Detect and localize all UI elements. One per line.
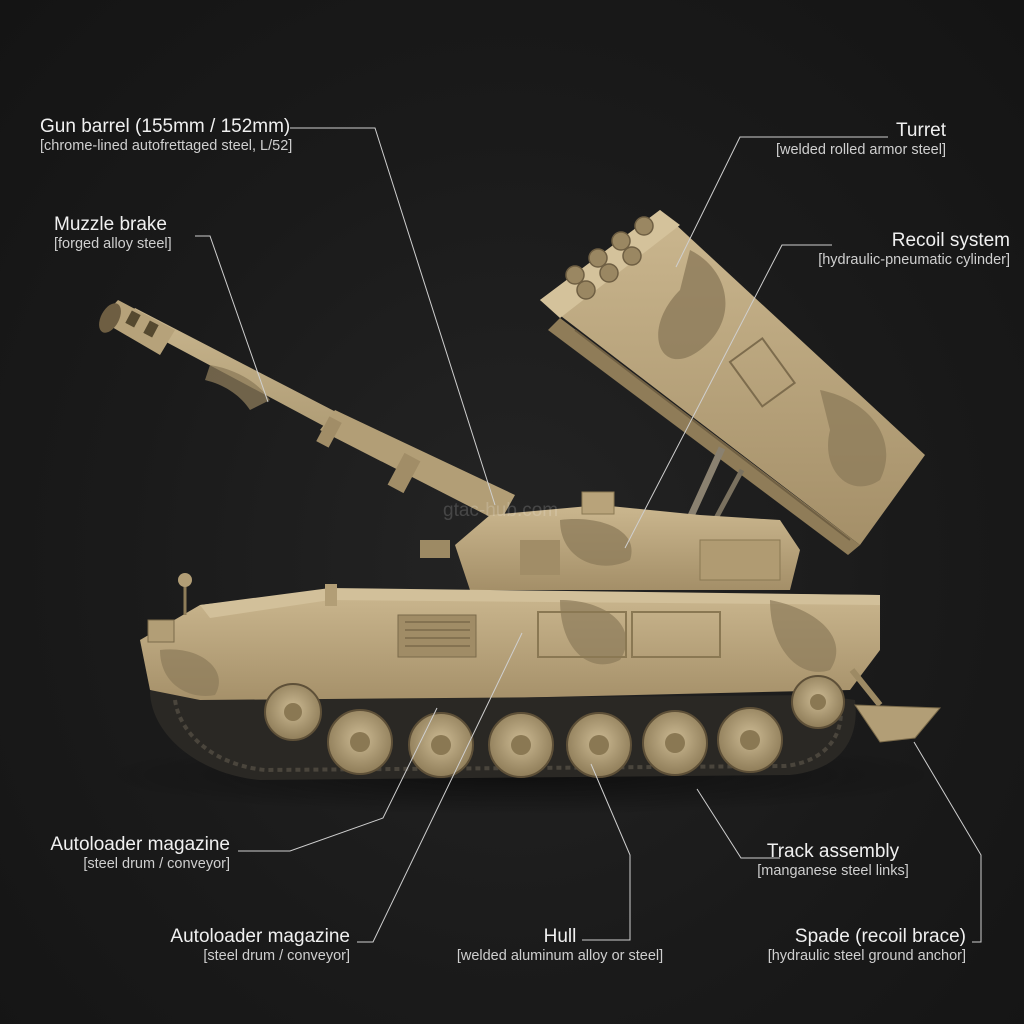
callout-muzzle-brake: Muzzle brake [forged alloy steel] (54, 214, 172, 253)
hull (140, 573, 880, 705)
leader-autoloader-1 (238, 707, 438, 852)
leader-gun-barrel (290, 127, 496, 506)
launcher-box (540, 210, 925, 555)
callout-recoil-system: Recoil system [hydraulic-pneumatic cylin… (818, 230, 1010, 269)
callout-hull: Hull [welded aluminum alloy or steel] (444, 926, 676, 965)
track-assembly (150, 675, 856, 780)
callout-title: Turret (896, 120, 946, 141)
muzzle-brake (99, 300, 175, 355)
callout-material: [hydraulic steel ground anchor] (767, 947, 966, 964)
callout-title: Autoloader magazine (170, 926, 350, 947)
callout-title: Hull (543, 926, 577, 947)
turret (420, 491, 800, 590)
watermark: gtac-hub.com (443, 500, 559, 521)
callout-spade: Spade (recoil brace) [hydraulic steel gr… (768, 926, 966, 965)
callout-material: [steel drum / conveyor] (203, 947, 350, 964)
callout-autoloader-2: Autoloader magazine [steel drum / convey… (170, 926, 350, 965)
callout-material: [forged alloy steel] (54, 235, 172, 252)
leader-hull (582, 763, 631, 941)
leader-recoil-system (624, 244, 832, 549)
callout-track-assembly: Track assembly [manganese steel links] (746, 841, 920, 880)
callout-title: Recoil system (891, 230, 1010, 251)
callout-gun-barrel: Gun barrel (155mm / 152mm) [chrome-lined… (40, 116, 292, 155)
leader-turret (675, 136, 888, 268)
callout-material: [manganese steel links] (757, 862, 909, 879)
callout-title: Gun barrel (155mm / 152mm) (40, 116, 291, 137)
leader-muzzle-brake (195, 235, 269, 403)
callout-material: [hydraulic-pneumatic cylinder] (818, 251, 1010, 268)
callout-title: Muzzle brake (54, 214, 167, 235)
leader-track-assembly (696, 788, 780, 859)
spade (849, 668, 942, 743)
gun-barrel (125, 308, 515, 522)
callout-material: [chrome-lined autofrettaged steel, L/52] (40, 137, 293, 154)
leader-autoloader-2 (357, 632, 523, 943)
callout-material: [welded aluminum alloy or steel] (456, 947, 664, 964)
callout-title: Autoloader magazine (50, 834, 230, 855)
callout-title: Spade (recoil brace) (794, 926, 966, 947)
callout-material: [steel drum / conveyor] (83, 855, 230, 872)
leader-spade (913, 741, 982, 943)
callout-turret: Turret [welded rolled armor steel] (776, 120, 946, 159)
callout-title: Track assembly (766, 841, 900, 862)
leader-lines (195, 127, 982, 943)
callout-material: [welded rolled armor steel] (775, 141, 946, 158)
callout-autoloader-1: Autoloader magazine [steel drum / convey… (50, 834, 230, 873)
